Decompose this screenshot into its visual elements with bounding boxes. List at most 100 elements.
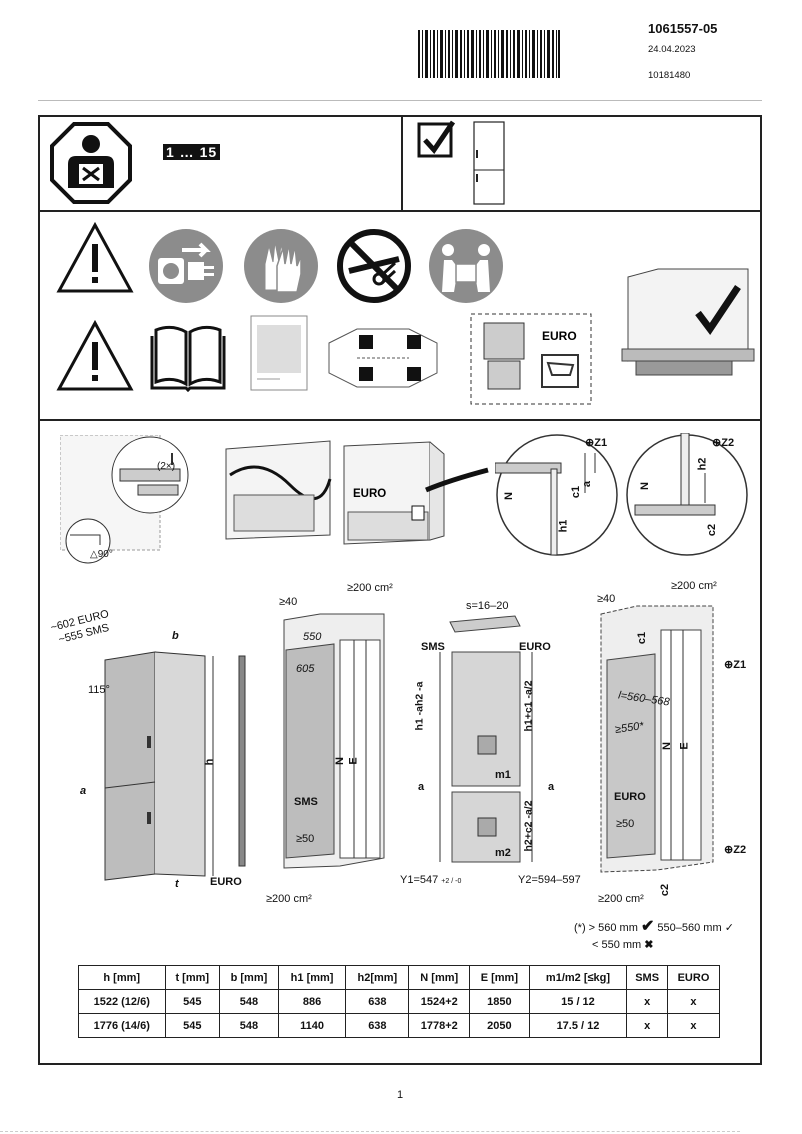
table-header-row: h [mm] t [mm] b [mm] h1 [mm] h2[mm] N [m… <box>78 965 721 990</box>
warning-triangle-icon <box>56 221 134 299</box>
w550-label: 550 <box>303 631 322 643</box>
N-label: N <box>333 757 346 765</box>
spec-table: h [mm] t [mm] b [mm] h1 [mm] h2[mm] N [m… <box>78 965 721 1038</box>
cell: 1522 (12/6) <box>78 989 166 1014</box>
right-expr-top: h1+c1 -a/2 <box>522 680 535 732</box>
installer-icon <box>50 122 132 209</box>
ge50-right-label: ≥50 <box>616 818 635 830</box>
ge200-right-bottom-label: ≥200 cm² <box>598 893 644 905</box>
left-a-label: a <box>418 781 425 793</box>
angle-90-label: 90° <box>97 549 113 560</box>
col-b: b [mm] <box>219 965 279 990</box>
niche-sms-drawing <box>280 610 390 895</box>
y2-label: Y2=594–597 <box>518 874 581 886</box>
cell: x <box>666 989 721 1014</box>
doc-code: 10181480 <box>648 70 691 81</box>
y1-label: Y1=547 +2 / -0 <box>400 874 461 886</box>
packaging-diagram-icon <box>327 325 439 396</box>
packaging-removal-illustration: EURO <box>340 440 490 555</box>
col-n: N [mm] <box>408 965 470 990</box>
checkbox-check-icon <box>417 120 457 163</box>
h2-label: h2 <box>696 457 709 471</box>
cell: 638 <box>345 1013 410 1038</box>
note-line-1: (*) > 560 mm ✔ 550–560 mm ✓ <box>574 918 734 937</box>
cell: 1524+2 <box>408 989 470 1014</box>
n-label: N <box>502 492 515 500</box>
z2-text: Z2 <box>721 437 735 449</box>
dim-t-label: t <box>175 878 179 890</box>
note-line-2: < 550 mm ✖ <box>574 937 734 954</box>
col-e: E [mm] <box>469 965 530 990</box>
niche-euro-drawing <box>597 600 717 890</box>
z1-right-label: ⊕Z1 <box>724 659 747 671</box>
check-icon: ✔ <box>640 918 655 935</box>
left-expr-bot: h2+c2 -a/2 <box>522 800 535 852</box>
cell: 886 <box>277 989 347 1014</box>
z1-text: Z1 <box>594 437 608 449</box>
cable-routing-illustration <box>220 435 340 550</box>
col-t: t [mm] <box>164 965 221 990</box>
euro-door-label: EURO <box>210 876 242 888</box>
euro-door-label-2: EURO <box>519 641 551 653</box>
cell: 17.5 / 12 <box>528 1013 628 1038</box>
ge40-right-label: ≥40 <box>597 593 616 605</box>
z1-label: ⊕Z1 <box>585 437 608 449</box>
h1-label: h1 <box>557 519 570 533</box>
cell: 1140 <box>277 1013 347 1038</box>
read-manual-icon <box>148 322 228 397</box>
c2-label: c2 <box>706 523 719 537</box>
warning-triangle-icon-2 <box>56 319 134 397</box>
col-h1: h1 [mm] <box>277 965 347 990</box>
col-euro: EURO <box>666 965 721 990</box>
fridge-dimension-drawing <box>95 630 265 905</box>
d605-label: 605 <box>296 663 315 675</box>
euro-pallet-label: EURO <box>542 329 577 343</box>
table-row: 1776 (14/6) 545 548 1140 638 1778+2 2050… <box>78 1013 721 1038</box>
footer-rule <box>0 1131 740 1132</box>
y1-tolerance: +2 / -0 <box>441 878 462 885</box>
cell: 548 <box>219 1013 279 1038</box>
cell: 545 <box>164 1013 221 1038</box>
sms-door-label: SMS <box>421 641 445 653</box>
fridge-installed-check-illustration <box>618 265 758 390</box>
detail-z2-circle <box>625 432 749 562</box>
cell: 638 <box>345 989 410 1014</box>
note-lt550: < 550 mm <box>592 939 642 951</box>
table-row: 1522 (12/6) 545 548 886 638 1524+2 1850 … <box>78 989 721 1014</box>
note-star: (*) <box>574 922 586 934</box>
c2-right-label: c2 <box>659 883 672 897</box>
cell: 1850 <box>469 989 530 1014</box>
detail-z1-circle <box>494 433 619 562</box>
installers-count: 1 … 15 <box>163 144 221 160</box>
s-range-label: s=16–20 <box>466 600 509 612</box>
ge50-label: ≥50 <box>296 833 315 845</box>
doc-number: 1061557-05 <box>648 21 718 36</box>
dim-a-label: a <box>80 785 87 797</box>
ge200-top-label: ≥200 cm² <box>347 582 393 594</box>
cell: 2050 <box>469 1013 530 1038</box>
cell: 1776 (14/6) <box>78 1013 166 1038</box>
gloves-icon <box>243 228 319 309</box>
ge200-right-label: ≥200 cm² <box>671 580 717 592</box>
z2-right-text: Z2 <box>733 844 747 856</box>
a-label: a <box>581 480 594 488</box>
col-sms: SMS <box>626 965 668 990</box>
cell: x <box>666 1013 721 1038</box>
col-h: h [mm] <box>78 965 166 990</box>
N-right-label: N <box>660 742 673 750</box>
fridge-thumbnail <box>470 120 510 211</box>
dim-h-label: h <box>203 758 216 766</box>
header-rule <box>38 100 762 101</box>
note-range: 550–560 mm <box>657 922 722 934</box>
y1-value: Y1=547 <box>400 874 439 886</box>
E-right-label: E <box>678 742 691 750</box>
cross-icon: ✖ <box>644 939 654 951</box>
z1-right-text: Z1 <box>733 659 747 671</box>
count-label: (2×) <box>157 461 176 472</box>
hinge-detail-illustration <box>59 434 192 570</box>
doc-date: 24.04.2023 <box>648 44 696 55</box>
cell: x <box>626 989 668 1014</box>
no-cutting-icon <box>335 227 413 310</box>
ge200-bottom-label: ≥200 cm² <box>266 893 312 905</box>
euro-label: EURO <box>353 488 386 500</box>
